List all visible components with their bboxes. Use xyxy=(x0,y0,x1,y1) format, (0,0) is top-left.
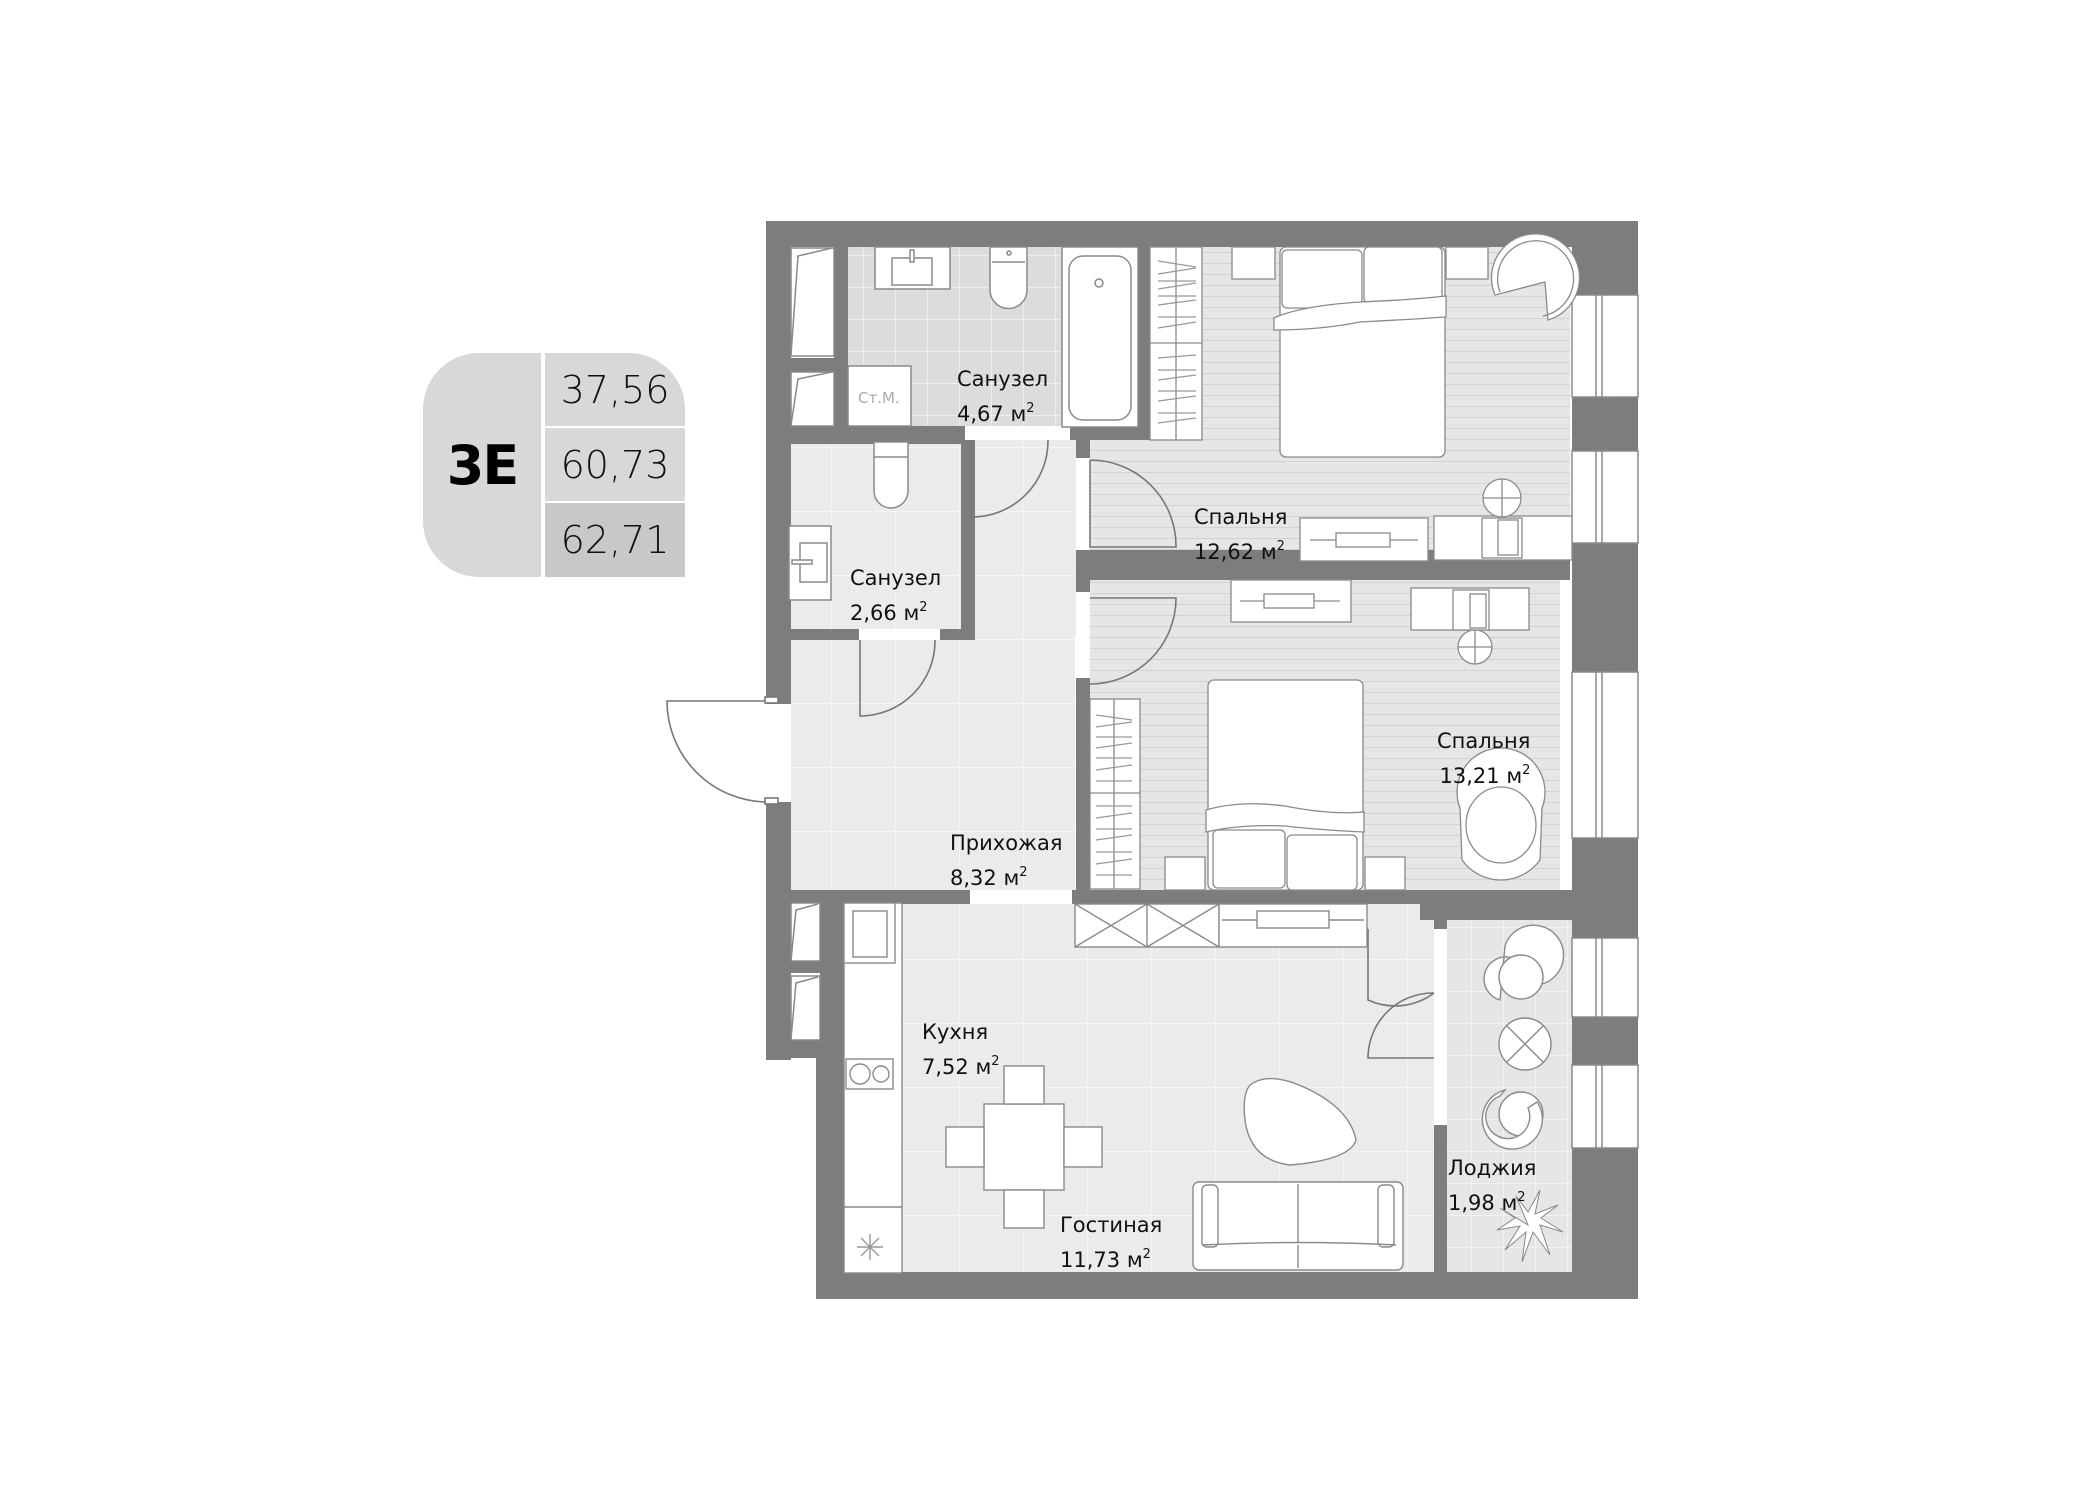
toilet-icon xyxy=(873,441,909,509)
walls xyxy=(766,221,1638,1299)
total-area-value: 60,73 xyxy=(545,428,685,501)
room-label-bedroom-1: Спальня 12,62 м2 xyxy=(1194,502,1287,567)
apartment-code-cell: 3E xyxy=(423,353,541,577)
room-area: 1,98 м2 xyxy=(1448,1190,1526,1215)
toilet-icon xyxy=(989,246,1028,310)
room-name: Спальня xyxy=(1194,505,1288,529)
room-label-hallway: Прихожая 8,32 м2 xyxy=(950,828,1062,893)
kitchen-living-furniture xyxy=(843,902,1565,1274)
plant-icon xyxy=(1496,1189,1564,1263)
room-label-living-room: Гостиная 11,73 м2 xyxy=(1060,1210,1162,1275)
bathroom-small-fixtures xyxy=(788,441,909,601)
armchair-icon xyxy=(1481,1088,1544,1150)
doors xyxy=(666,426,1447,1125)
room-label-bedroom-2: Спальня 13,21 м2 xyxy=(1437,726,1530,791)
room-name: Кухня xyxy=(922,1020,989,1044)
room-area: 13,21 м2 xyxy=(1439,763,1531,788)
wardrobe-icon xyxy=(1089,698,1141,890)
apartment-area-badge: 3E 37,56 60,73 62,71 xyxy=(423,353,685,577)
room-name: Гостиная xyxy=(1060,1213,1163,1237)
room-label-loggia: Лоджия 1,98 м2 xyxy=(1448,1153,1536,1218)
left-niche-panels xyxy=(790,247,835,1041)
bathroom-large-fixtures xyxy=(847,246,1139,428)
room-area: 4,67 м2 xyxy=(957,401,1035,426)
room-area: 12,62 м2 xyxy=(1194,539,1285,564)
room-label-kitchen: Кухня 7,52 м2 xyxy=(922,1017,1000,1082)
living-area-value: 37,56 xyxy=(545,353,685,426)
room-name: Спальня xyxy=(1437,729,1531,753)
fridge-icon xyxy=(857,1234,883,1260)
room-label-bathroom-small: Санузел 2,66 м2 xyxy=(850,563,941,628)
armchair-icon xyxy=(1490,233,1581,321)
washing-machine-label: Ст.М. xyxy=(858,389,900,407)
room-name: Лоджия xyxy=(1448,1156,1537,1180)
room-area: 8,32 м2 xyxy=(950,865,1028,890)
bedroom-1-furniture xyxy=(1149,233,1581,562)
washing-machine-icon xyxy=(847,365,912,427)
bedroom-2-furniture xyxy=(1089,579,1546,891)
room-area: 11,73 м2 xyxy=(1060,1247,1151,1272)
room-area: 7,52 м2 xyxy=(922,1054,1000,1079)
total-area-with-loggia-value: 62,71 xyxy=(545,503,685,577)
room-label-bathroom-large: Санузел 4,67 м2 xyxy=(957,364,1048,429)
apartment-code: 3E xyxy=(446,433,519,497)
area-values: 37,56 60,73 62,71 xyxy=(545,353,685,577)
room-area: 2,66 м2 xyxy=(850,600,928,625)
windows xyxy=(1571,294,1639,1149)
room-name: Прихожая xyxy=(950,831,1063,855)
room-name: Санузел xyxy=(850,566,942,590)
coffee-table-icon xyxy=(1243,1077,1357,1166)
sink-icon xyxy=(852,910,888,958)
dining-table-icon xyxy=(983,1103,1065,1191)
room-name: Санузел xyxy=(957,367,1049,391)
